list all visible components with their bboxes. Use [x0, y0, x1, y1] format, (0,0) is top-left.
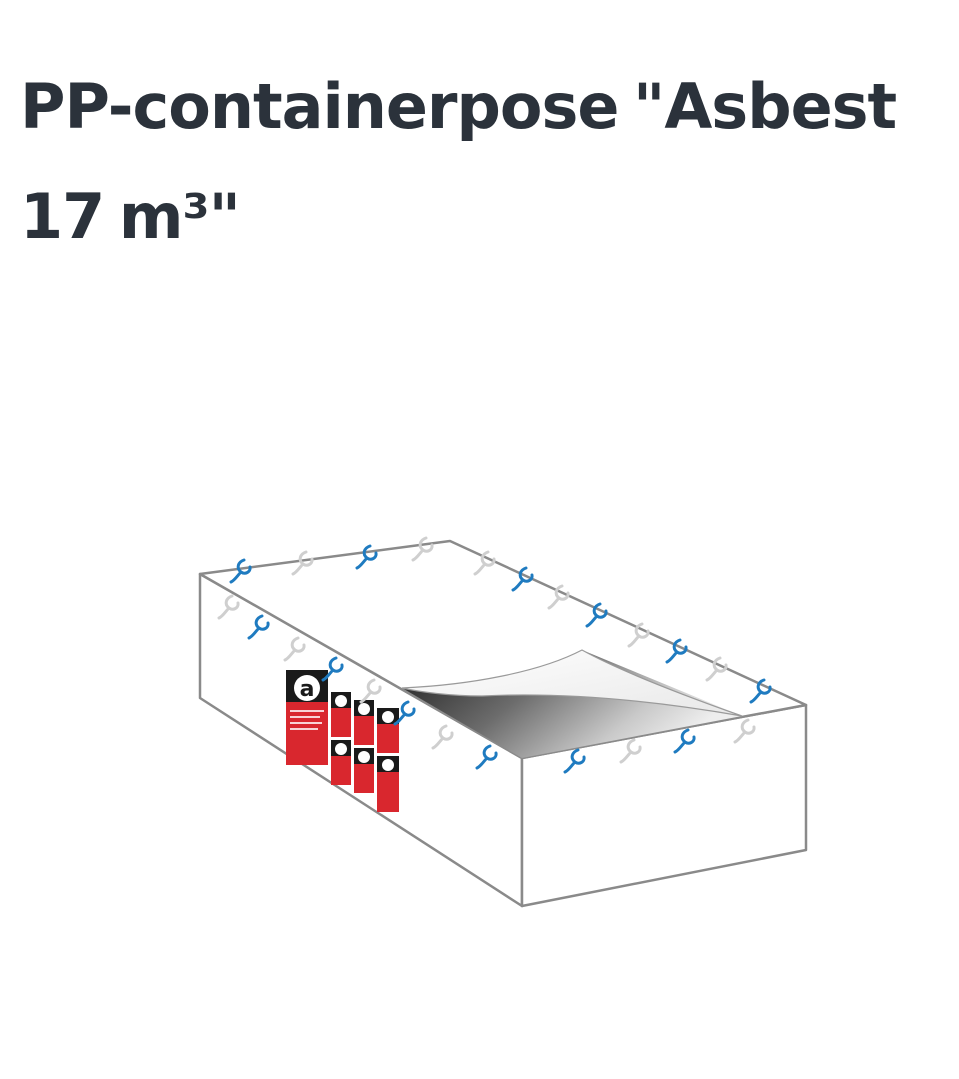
strap-hook-icon	[547, 584, 570, 610]
strap-hook-icon	[475, 744, 498, 770]
strap-hook-icon	[627, 622, 650, 648]
strap-hook-icon	[705, 656, 728, 682]
product-title: PP-containerpose "Asbest 17 m³"	[20, 70, 897, 253]
strap-hook-icon	[563, 748, 586, 774]
strap-hook-icon	[283, 636, 306, 662]
strap-hook-icon	[229, 558, 252, 584]
product-image: a	[0, 520, 959, 940]
warning-label-small-row-1	[331, 692, 399, 753]
warning-label-small-row-2	[331, 740, 399, 812]
strap-hook-icon	[321, 656, 344, 682]
peeled-flap	[401, 649, 743, 717]
strap-hook-icon	[247, 614, 270, 640]
strap-hook-icon	[473, 550, 496, 576]
strap-hook-icon	[431, 724, 454, 750]
strap-hook-icon	[585, 602, 608, 628]
strap-hook-icon	[673, 728, 696, 754]
strap-hook-icon	[511, 566, 534, 592]
strap-hook-icon	[411, 536, 434, 562]
strap-hook-icon	[393, 700, 416, 726]
asbestos-warning-labels: a	[286, 670, 399, 812]
strap-hook-icon	[291, 550, 314, 576]
strap-hook-icon	[359, 678, 382, 704]
strap-hook-icon	[733, 718, 756, 744]
strap-hooks	[217, 536, 772, 774]
strap-hook-icon	[619, 738, 642, 764]
inner-liner	[402, 650, 742, 758]
warning-label-letter: a	[300, 677, 315, 702]
strap-hook-icon	[355, 544, 378, 570]
strap-hook-icon	[665, 638, 688, 664]
strap-hook-icon	[217, 594, 240, 620]
strap-hook-icon	[749, 678, 772, 704]
container-bag-illustration: a	[198, 536, 808, 908]
